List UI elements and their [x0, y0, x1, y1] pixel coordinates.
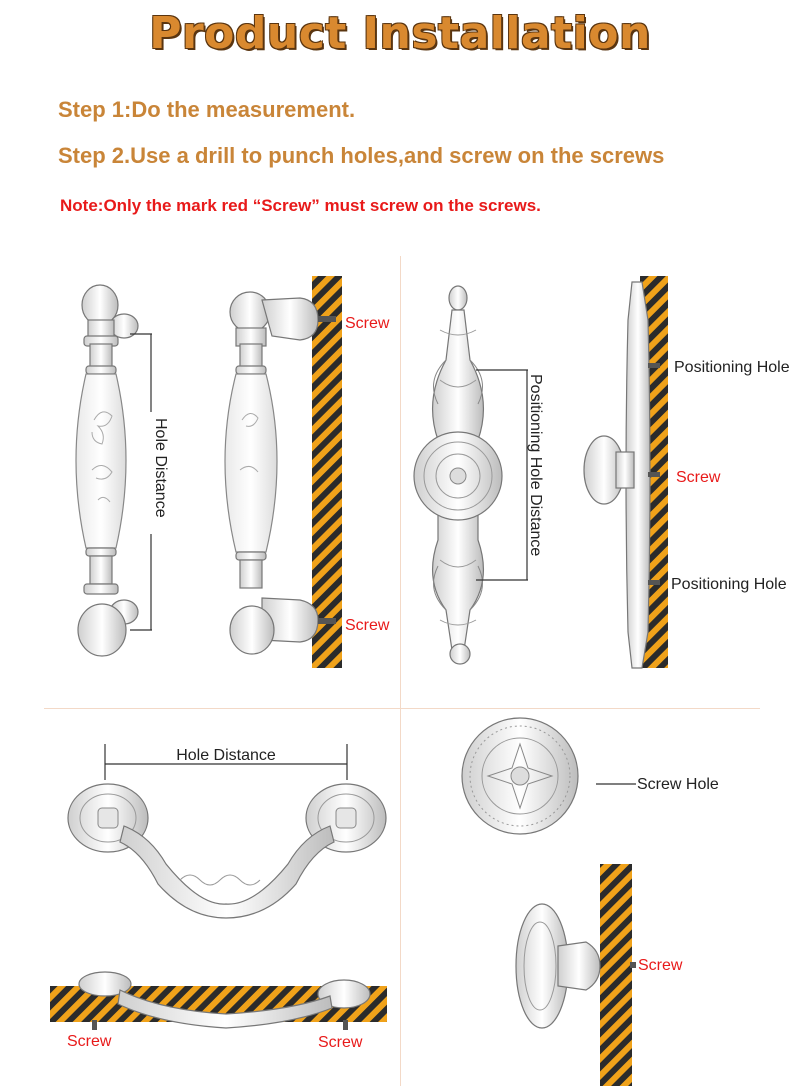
hole-distance-label-top-left: Hole Distance [152, 418, 169, 518]
hole-distance-bracket-horizontal [104, 744, 348, 780]
backplate-handle-front-view [413, 285, 503, 665]
hole-distance-bracket-vertical [130, 333, 152, 631]
bail-pull-handle-front-view [67, 783, 387, 919]
screw-hole-label: Screw Hole [637, 776, 719, 793]
vertical-divider [400, 256, 401, 1086]
wall-stripes-bottom-right [600, 864, 632, 1086]
positioning-hole-label-lower: Positioning Hole [671, 576, 787, 593]
positioning-hole-distance-bracket [476, 369, 528, 581]
screw-label-top-left-lower: Screw [345, 617, 390, 634]
backplate-handle-side-view [583, 276, 668, 669]
step-1-text: Step 1:Do the measurement. [58, 97, 356, 122]
ceramic-handle-side-view [224, 276, 342, 668]
step-2-text: Step 2.Use a drill to punch holes,and sc… [58, 143, 665, 168]
bail-pull-handle-mounted-view [50, 971, 387, 1030]
wall-stripes-top-left [312, 276, 342, 668]
positioning-hole-distance-label: Positioning Hole Distance [527, 374, 544, 556]
hole-distance-label-bottom-left: Hole Distance [176, 747, 276, 764]
round-knob-front-view [461, 717, 579, 835]
note-text: Note:Only the mark red “Screw” must scre… [60, 196, 541, 215]
screw-label-bottom-left-right: Screw [318, 1034, 363, 1051]
round-knob-side-view [515, 864, 636, 1086]
ceramic-handle-front-view [75, 284, 139, 657]
screw-label-top-right: Screw [676, 469, 721, 486]
screw-label-top-left-upper: Screw [345, 315, 390, 332]
horizontal-divider [44, 708, 760, 709]
positioning-hole-label-upper: Positioning Hole [674, 359, 790, 376]
screw-label-bottom-left-left: Screw [67, 1033, 112, 1050]
screw-label-bottom-right: Screw [638, 957, 683, 974]
page-title: Product Installation [149, 8, 651, 59]
